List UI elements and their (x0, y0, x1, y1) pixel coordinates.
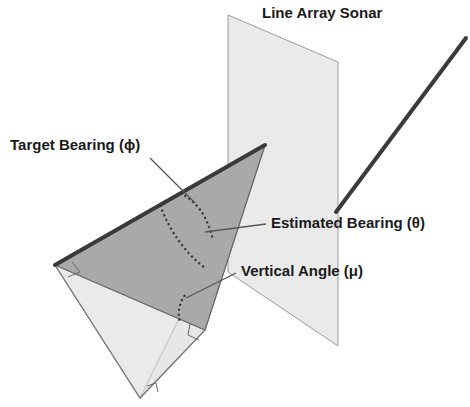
right-angle-mark (68, 262, 80, 277)
angle-arc (180, 193, 213, 240)
angle-label: Estimated Bearing (θ) (271, 214, 425, 232)
cone-face (55, 145, 265, 398)
angle-label: Target Bearing (ϕ) (10, 136, 140, 154)
bearing-plane (55, 145, 265, 330)
leader-line (150, 158, 195, 203)
line-array (336, 38, 466, 212)
sonar-title: Line Array Sonar (262, 4, 382, 22)
leader-line (205, 224, 266, 232)
leader-line (186, 273, 236, 298)
right-angle-mark (188, 324, 199, 340)
right-angle-mark (147, 383, 158, 392)
angle-arc (160, 205, 205, 268)
angle-arc (179, 295, 185, 322)
angle-label: Vertical Angle (μ) (241, 262, 363, 280)
